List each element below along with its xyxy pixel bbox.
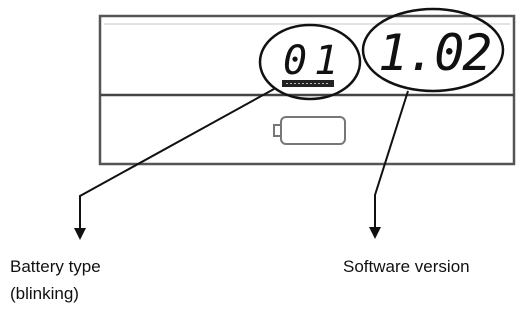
software-version-label-text: Software version (343, 257, 470, 276)
battery-type-arrowhead (74, 228, 86, 240)
software-version-value: 1.02 (378, 24, 490, 82)
battery-type-label: Battery type (blinking) (10, 253, 101, 307)
battery-type-leader-line (79, 88, 275, 233)
battery-icon (273, 116, 346, 145)
battery-type-label-line1: Battery type (10, 257, 101, 276)
battery-type-code: 01 (283, 38, 345, 84)
battery-type-label-line2: (blinking) (10, 284, 79, 303)
software-version-label: Software version (343, 253, 470, 280)
battery-type-callout-ellipse (258, 23, 362, 101)
software-version-arrowhead (369, 227, 381, 239)
software-version-leader-line (374, 90, 409, 232)
software-version-callout-ellipse (361, 7, 505, 93)
